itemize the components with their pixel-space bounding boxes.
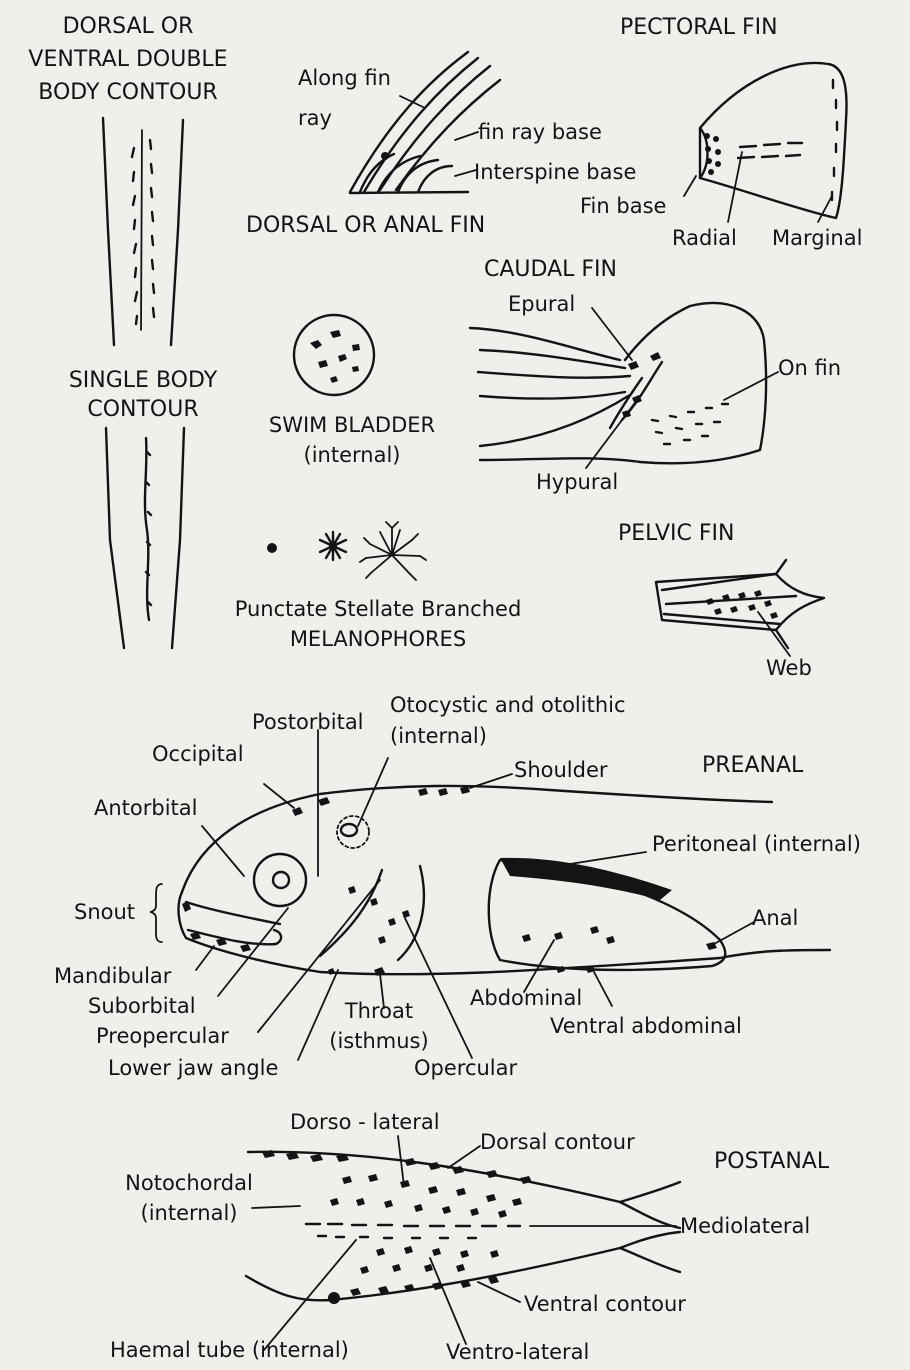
snout-label: Snout xyxy=(74,900,135,924)
punctate-melanophore xyxy=(267,543,277,553)
pectoral-fin-figure xyxy=(684,63,847,222)
stellate-melanophore xyxy=(320,532,346,560)
abdominal-label: Abdominal xyxy=(470,986,582,1010)
ventral-contour-label: Ventral contour xyxy=(524,1292,686,1316)
anal-label: Anal xyxy=(752,906,798,930)
hypural-label: Hypural xyxy=(536,470,618,494)
melanophores-label: Punctate Stellate Branched MELANOPHORES xyxy=(196,594,560,654)
radial-label: Radial xyxy=(672,226,737,250)
double-contour-dashes xyxy=(132,140,154,324)
single-contour-label: SINGLE BODY CONTOUR xyxy=(40,366,246,424)
preopercular-label: Preopercular xyxy=(96,1024,229,1048)
otocystic-label: Otocystic and otolithic (internal) xyxy=(390,690,626,752)
caudal-on-fin-dashes xyxy=(652,404,728,444)
branched-melanophore xyxy=(360,522,426,580)
haemal-tube-label: Haemal tube (internal) xyxy=(110,1338,349,1362)
ventral-abdominal-label: Ventral abdominal xyxy=(550,1014,742,1038)
dorsal-contour-label: Dorsal contour xyxy=(480,1130,635,1154)
postorbital-label: Postorbital xyxy=(252,710,364,734)
throat-label: Throat (isthmus) xyxy=(314,996,444,1056)
web-label: Web xyxy=(766,656,812,680)
fin-base-label: Fin base xyxy=(580,194,666,218)
double-contour-label: DORSAL OR VENTRAL DOUBLE BODY CONTOUR xyxy=(8,10,248,109)
melanophore-types xyxy=(267,522,426,580)
pectoral-fin-title: PECTORAL FIN xyxy=(620,16,778,40)
lower-jaw-angle-label: Lower jaw angle xyxy=(108,1056,278,1080)
postanal-larva-figure xyxy=(246,1136,680,1350)
caudal-fin-title: CAUDAL FIN xyxy=(484,258,617,282)
postanal-title: POSTANAL xyxy=(714,1150,829,1174)
mediolateral-label: Mediolateral xyxy=(680,1214,810,1238)
ventro-lateral-label: Ventro-lateral xyxy=(446,1340,589,1364)
notochordal-label: Notochordal (internal) xyxy=(106,1168,272,1228)
along-fin-ray-label: Along fin ray xyxy=(298,58,391,138)
on-fin-label: On fin xyxy=(778,356,841,380)
shoulder-label: Shoulder xyxy=(514,758,608,782)
fin-ray-base-label: fin ray base xyxy=(478,120,602,144)
antorbital-label: Antorbital xyxy=(94,796,198,820)
double-body-contour-figure xyxy=(103,118,183,345)
caudal-fin-figure xyxy=(470,303,778,468)
opercular-label: Opercular xyxy=(414,1056,517,1080)
single-body-contour-figure xyxy=(106,428,184,648)
peritoneal-label: Peritoneal (internal) xyxy=(652,832,861,856)
mandibular-label: Mandibular xyxy=(54,964,171,988)
epural-label: Epural xyxy=(508,292,575,316)
occipital-label: Occipital xyxy=(152,742,244,766)
pelvic-fin-figure xyxy=(656,560,824,656)
swim-bladder-figure xyxy=(294,315,374,395)
pelvic-fin-title: PELVIC FIN xyxy=(618,522,735,546)
preanal-larva-figure xyxy=(150,730,830,1060)
dorso-lateral-label: Dorso - lateral xyxy=(290,1110,440,1134)
swim-bladder-label: SWIM BLADDER (internal) xyxy=(232,410,472,470)
dorsal-anal-fin-title: DORSAL OR ANAL FIN xyxy=(246,214,485,238)
preanal-title: PREANAL xyxy=(702,754,803,778)
interspine-base-label: Interspine base xyxy=(474,160,636,184)
marginal-label: Marginal xyxy=(772,226,862,250)
suborbital-label: Suborbital xyxy=(88,994,196,1018)
